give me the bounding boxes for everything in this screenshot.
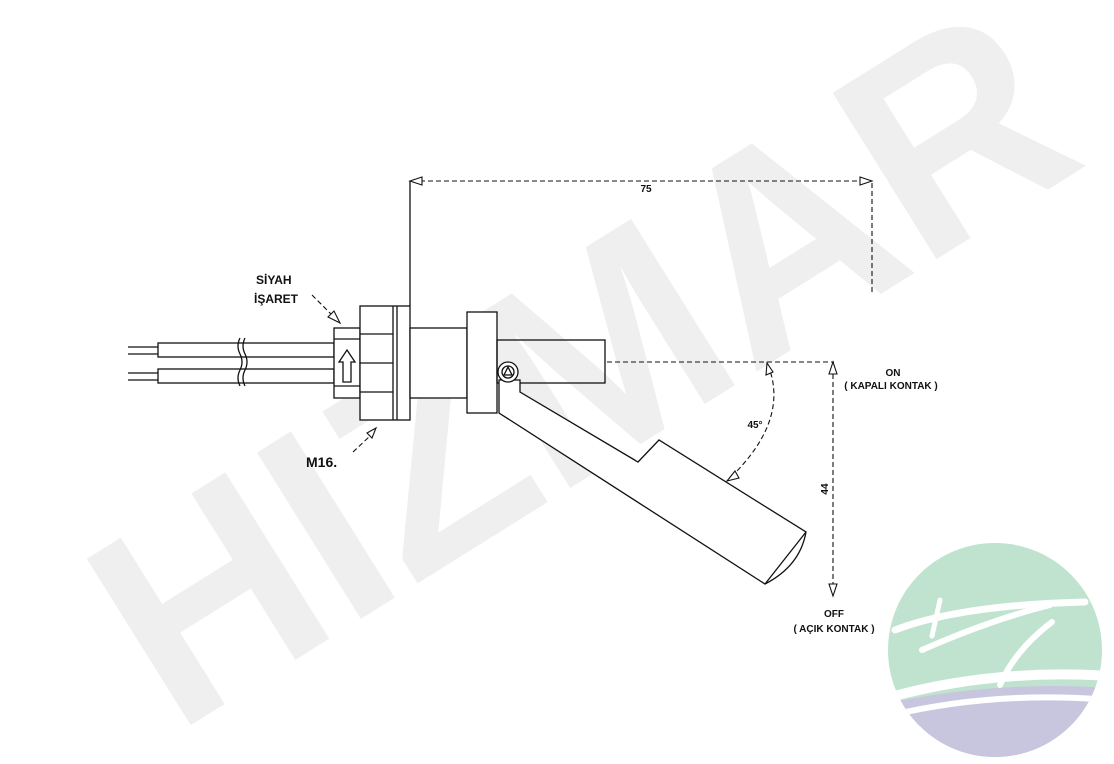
angle-dim-label: 45°	[747, 420, 762, 431]
black-mark-callout: SİYAH İŞARET	[254, 272, 342, 325]
float-arm	[497, 361, 807, 585]
dimension-45: 45°	[725, 361, 775, 482]
black-mark-label-2: İŞARET	[254, 291, 299, 306]
on-desc-label: ( KAPALI KONTAK )	[844, 381, 938, 392]
boat-wave-logo-icon	[888, 543, 1102, 757]
thread-callout: M16.	[306, 426, 378, 470]
float-on-position	[496, 339, 606, 384]
pivot-icon	[497, 361, 519, 383]
off-desc-label: ( AÇIK KONTAK )	[793, 624, 874, 635]
dimension-44: 44	[607, 360, 838, 598]
hex-body	[359, 305, 411, 421]
black-mark-label-1: SİYAH	[256, 272, 292, 287]
thread-label: M16.	[306, 454, 337, 470]
dimension-75: 75	[408, 176, 874, 306]
length-dim-label: 75	[640, 184, 652, 195]
height-dim-label: 44	[820, 483, 831, 495]
stem	[409, 311, 498, 414]
arrow-up-icon	[337, 348, 357, 383]
on-state-label: ON	[886, 368, 901, 379]
off-state-label: OFF	[824, 609, 844, 620]
connector	[333, 327, 361, 399]
